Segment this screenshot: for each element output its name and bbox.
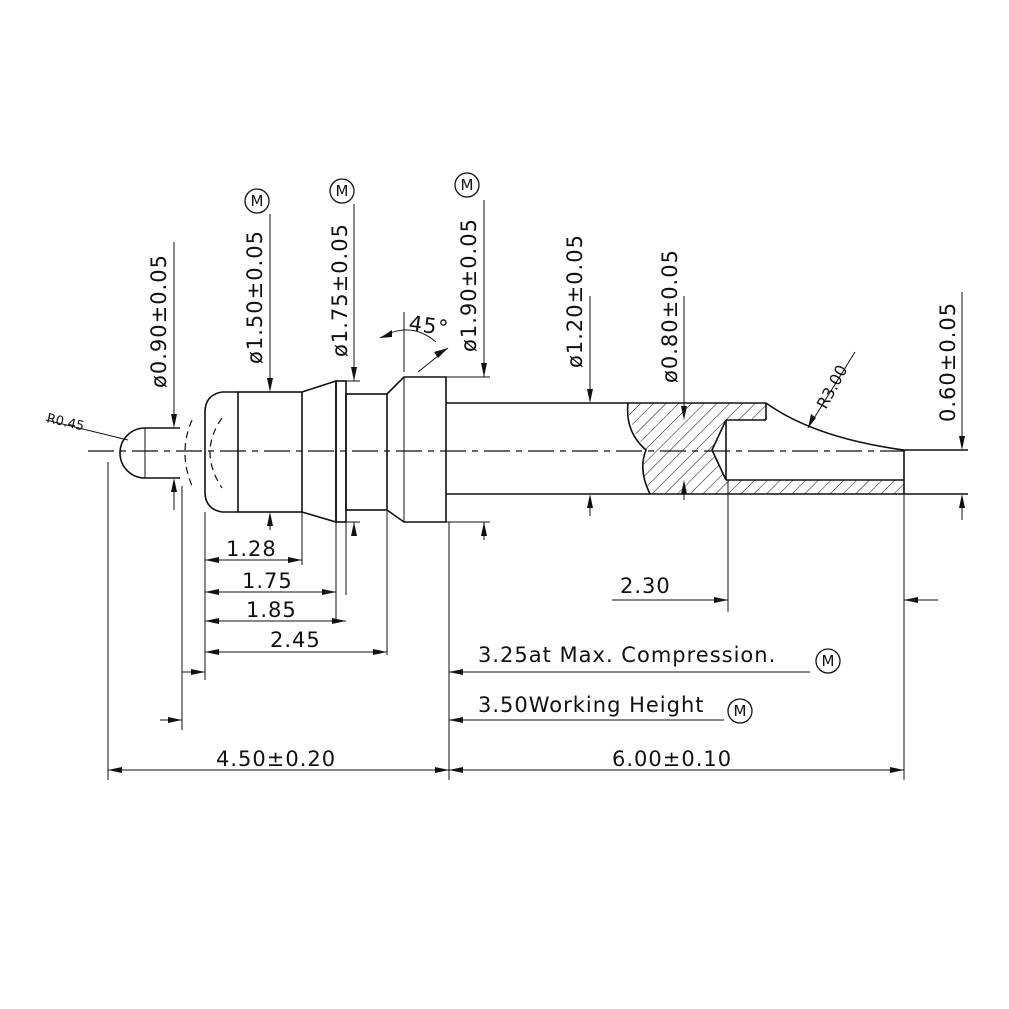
- label-l230: 2.30: [620, 574, 671, 598]
- m-mark-working: M: [727, 698, 753, 724]
- label-l128: 1.28: [226, 537, 277, 561]
- label-l245: 2.45: [270, 628, 321, 652]
- label-r300: R3.00: [813, 362, 852, 412]
- m-mark-d150: M: [244, 188, 270, 214]
- svg-text:M: M: [734, 702, 747, 720]
- label-l450: 4.50±0.20: [216, 747, 336, 771]
- svg-text:M: M: [251, 192, 264, 210]
- diameter-leaders: [171, 200, 965, 540]
- label-l175: 1.75: [242, 569, 293, 593]
- label-l185: 1.85: [246, 598, 297, 622]
- m-mark-d175: M: [329, 178, 355, 204]
- label-d120: ø1.20±0.05: [563, 234, 587, 368]
- label-r045: R0.45: [45, 411, 85, 434]
- m-mark-compression: M: [815, 648, 841, 674]
- m-mark-d190: M: [454, 172, 480, 198]
- r045-leader: [45, 419, 129, 441]
- plunger: [119, 376, 447, 524]
- barrel-tube: [446, 402, 968, 495]
- r300-leader: [807, 351, 856, 429]
- label-d090: ø0.90±0.05: [147, 254, 171, 388]
- label-working: 3.50Working Height: [478, 693, 705, 717]
- label-d190: ø1.90±0.05: [457, 218, 481, 352]
- label-compression: 3.25at Max. Compression.: [478, 643, 776, 667]
- label-d080: ø0.80±0.05: [658, 249, 682, 383]
- label-d175: ø1.75±0.05: [328, 223, 352, 357]
- svg-text:M: M: [461, 176, 474, 194]
- chamfer-callout: [379, 312, 449, 373]
- svg-text:M: M: [822, 652, 835, 670]
- label-d150: ø1.50±0.05: [243, 230, 267, 364]
- horizontal-dimensions: [108, 557, 938, 773]
- svg-text:M: M: [336, 182, 349, 200]
- label-d060: 0.60±0.05: [936, 302, 960, 422]
- label-l600: 6.00±0.10: [612, 747, 732, 771]
- label-angle45: 45°: [407, 311, 450, 340]
